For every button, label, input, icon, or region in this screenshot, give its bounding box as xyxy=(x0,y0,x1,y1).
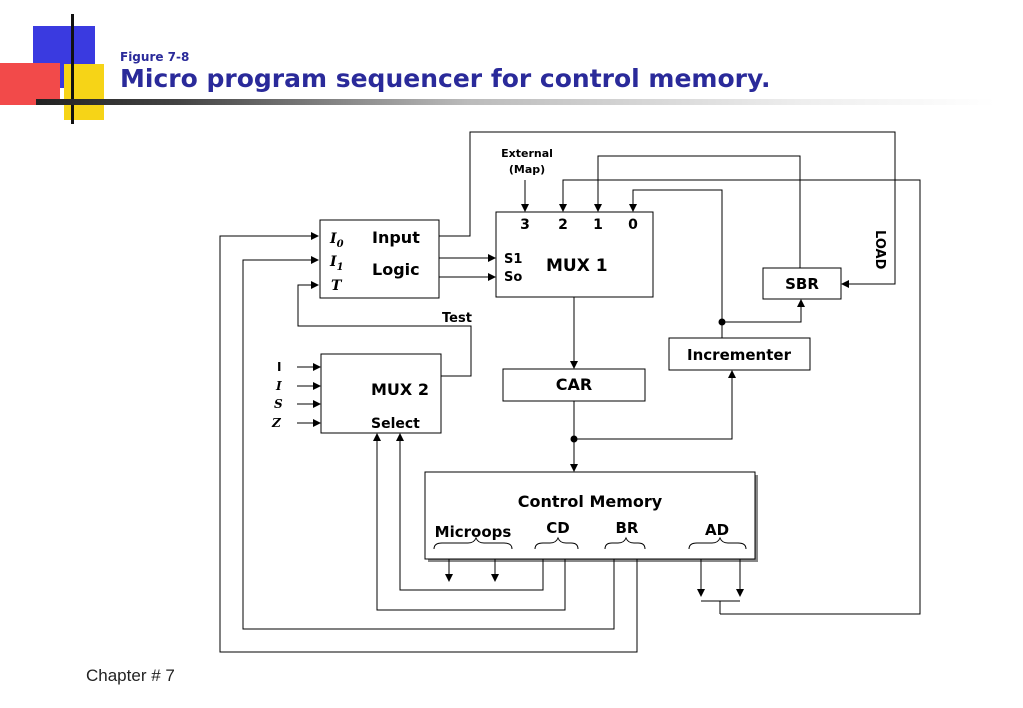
test-line xyxy=(297,281,472,377)
load-label: LOAD xyxy=(872,230,887,270)
decor-yellow-square xyxy=(64,64,104,120)
mux2-input-label: I xyxy=(275,379,282,393)
mux1-s1-label: S1 xyxy=(504,252,522,267)
decor-red-square xyxy=(0,63,60,105)
input-logic-box xyxy=(319,219,440,299)
incrementer-to-sbr-line xyxy=(722,299,805,323)
cd-to-select-line xyxy=(373,433,566,611)
cd-field-label: CD xyxy=(546,519,569,537)
external-label: External xyxy=(501,147,553,160)
title-underline xyxy=(36,99,996,105)
ad-brace xyxy=(688,536,747,550)
mux2-input-label: Z xyxy=(271,416,282,430)
load-line xyxy=(439,131,896,288)
mux2-label: MUX 2 xyxy=(371,380,429,399)
chapter-footer: Chapter # 7 xyxy=(86,666,175,685)
microops-brace xyxy=(433,536,513,550)
ad-field-label: AD xyxy=(705,521,729,539)
br-brace xyxy=(604,536,646,550)
control-memory-box xyxy=(424,471,756,560)
input-logic-subtitle: Logic xyxy=(372,260,420,279)
i0-label: I0 xyxy=(329,231,344,250)
mux1-s0-label: So xyxy=(504,270,522,285)
car-label: CAR xyxy=(556,375,592,394)
mux2-select-label: Select xyxy=(371,416,420,432)
br-field-label: BR xyxy=(616,519,639,537)
i1-label: I1 xyxy=(329,254,344,273)
incrementer-to-mux1-line xyxy=(629,189,723,338)
incrementer-box xyxy=(668,337,811,371)
figure-label: Figure 7-8 xyxy=(120,50,190,64)
mux2-box xyxy=(320,353,442,434)
decor-vertical-line xyxy=(71,14,74,124)
map-label: (Map) xyxy=(509,163,545,176)
microops-field-label: Microops xyxy=(435,523,512,541)
input-logic-title: Input xyxy=(372,228,420,247)
control-memory-label: Control Memory xyxy=(518,492,663,511)
mux1-input-3: 3 xyxy=(520,217,530,233)
mux1-input-0: 0 xyxy=(628,217,638,233)
sbr-to-mux1-line xyxy=(594,155,801,268)
slide-title: Micro program sequencer for control memo… xyxy=(120,64,771,93)
car-box xyxy=(502,368,646,402)
cd-to-select-line xyxy=(396,433,544,591)
incrementer-label: Incrementer xyxy=(687,346,792,364)
mux1-label: MUX 1 xyxy=(546,256,608,276)
sbr-label: SBR xyxy=(785,275,819,293)
mux2-input-label: I xyxy=(277,360,281,374)
junction-dot xyxy=(718,318,726,326)
ad-to-mux1-line xyxy=(559,179,921,615)
car-to-incrementer-line xyxy=(574,370,736,440)
t-label: T xyxy=(331,278,343,294)
br-to-i1-line xyxy=(242,256,615,630)
mux1-input-1: 1 xyxy=(593,217,603,233)
sbr-box xyxy=(762,267,842,300)
junction-dot xyxy=(570,435,578,443)
br-to-i0-line xyxy=(219,232,638,653)
test-label: Test xyxy=(442,311,472,326)
cd-brace xyxy=(534,536,579,550)
mux1-input-2: 2 xyxy=(558,217,568,233)
mux2-input-label: S xyxy=(274,397,283,411)
